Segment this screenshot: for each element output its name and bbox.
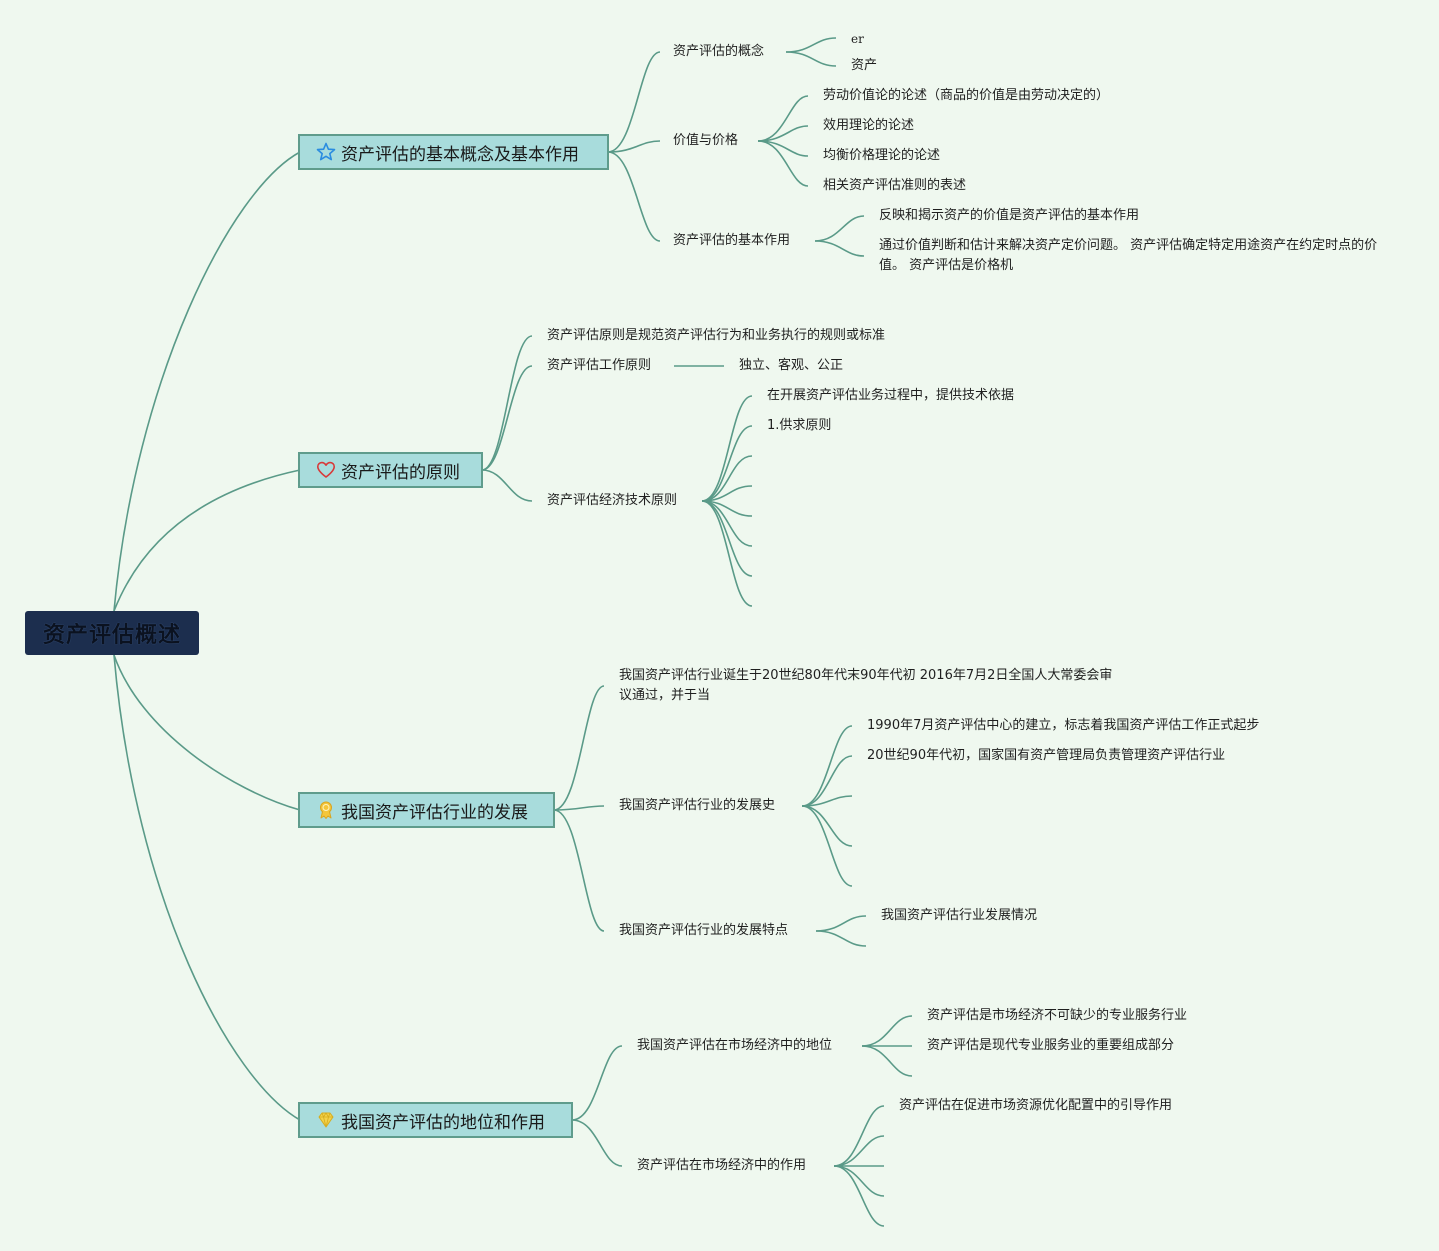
leaf-topic[interactable]: er bbox=[851, 32, 864, 46]
leaf-topic[interactable]: 资产评估在促进市场资源优化配置中的引导作用 bbox=[899, 1098, 1173, 1113]
main-topic-status-role[interactable]: 我国资产评估的地位和作用 bbox=[298, 1102, 573, 1138]
leaf-topic[interactable]: 1.供求原则 bbox=[767, 418, 832, 433]
subtopic-market-position[interactable]: 我国资产评估在市场经济中的地位 bbox=[637, 1038, 833, 1053]
edge-root-s4 bbox=[113, 654, 301, 1121]
subtopic-history[interactable]: 我国资产评估行业的发展史 bbox=[619, 798, 776, 813]
leaf-topic[interactable]: 我国资产评估行业发展情况 bbox=[881, 908, 1038, 923]
main-topic-principles[interactable]: 资产评估的原则 bbox=[298, 452, 483, 488]
subtopic-value-price[interactable]: 价值与价格 bbox=[673, 133, 739, 148]
main-topic-label: 我国资产评估行业的发展 bbox=[341, 802, 528, 823]
subtopic-tech-principle[interactable]: 资产评估经济技术原则 bbox=[547, 493, 678, 508]
leaf-topic[interactable]: 劳动价值论的论述（商品的价值是由劳动决定的） bbox=[823, 88, 1110, 103]
subtopic-intro[interactable]: 我国资产评估行业诞生于20世纪80年代末90年代初 2016年7月2日全国人大常… bbox=[619, 668, 1113, 703]
main-topic-development[interactable]: 我国资产评估行业的发展 bbox=[298, 792, 555, 828]
star-icon bbox=[316, 142, 336, 162]
leaf-topic[interactable]: 相关资产评估准则的表述 bbox=[823, 178, 967, 193]
subtopic-work-principle[interactable]: 资产评估工作原则 bbox=[547, 358, 652, 373]
edge-root-s2 bbox=[113, 469, 301, 612]
heart-icon bbox=[316, 460, 336, 480]
leaf-topic[interactable]: 资产 bbox=[851, 58, 878, 73]
leaf-topic[interactable]: 资产评估是现代专业服务业的重要组成部分 bbox=[927, 1038, 1175, 1053]
main-topic-label: 资产评估的基本概念及基本作用 bbox=[341, 144, 579, 165]
edge-root-s1 bbox=[113, 151, 301, 612]
leaf-topic[interactable]: 反映和揭示资产的价值是资产评估的基本作用 bbox=[879, 208, 1140, 223]
root-topic[interactable]: 资产评估概述 bbox=[25, 611, 199, 655]
leaf-topic[interactable]: 资产评估是市场经济不可缺少的专业服务行业 bbox=[927, 1008, 1188, 1023]
subtopic-basic-role[interactable]: 资产评估的基本作用 bbox=[673, 233, 791, 248]
leaf-topic[interactable]: 在开展资产评估业务过程中，提供技术依据 bbox=[767, 388, 1015, 403]
subtopic-definition[interactable]: 资产评估原则是规范资产评估行为和业务执行的规则或标准 bbox=[547, 328, 886, 343]
leaf-topic[interactable]: 通过价值判断和估计来解决资产定价问题。 资产评估确定特定用途资产在约定时点的价值… bbox=[879, 238, 1378, 273]
leaf-topic[interactable]: 1990年7月资产评估中心的建立，标志着我国资产评估工作正式起步 bbox=[867, 718, 1260, 733]
diamond-icon bbox=[316, 1110, 336, 1130]
edge-root-s3 bbox=[113, 654, 301, 811]
leaf-topic[interactable]: 均衡价格理论的论述 bbox=[823, 148, 941, 163]
root-topic-label: 资产评估概述 bbox=[42, 623, 181, 648]
subtopic-features[interactable]: 我国资产评估行业的发展特点 bbox=[619, 923, 789, 938]
leaf-topic[interactable]: 效用理论的论述 bbox=[823, 118, 915, 133]
leaf-topic[interactable]: 20世纪90年代初，国家国有资产管理局负责管理资产评估行业 bbox=[867, 748, 1226, 763]
award-icon bbox=[316, 800, 336, 820]
main-topic-label: 我国资产评估的地位和作用 bbox=[341, 1112, 545, 1133]
leaf-topic[interactable]: 独立、客观、公正 bbox=[739, 358, 844, 373]
main-topic-basic-concepts[interactable]: 资产评估的基本概念及基本作用 bbox=[298, 134, 609, 170]
subtopic-market-role[interactable]: 资产评估在市场经济中的作用 bbox=[637, 1158, 807, 1173]
main-topic-label: 资产评估的原则 bbox=[341, 462, 460, 483]
subtopic-concept[interactable]: 资产评估的概念 bbox=[673, 44, 765, 59]
